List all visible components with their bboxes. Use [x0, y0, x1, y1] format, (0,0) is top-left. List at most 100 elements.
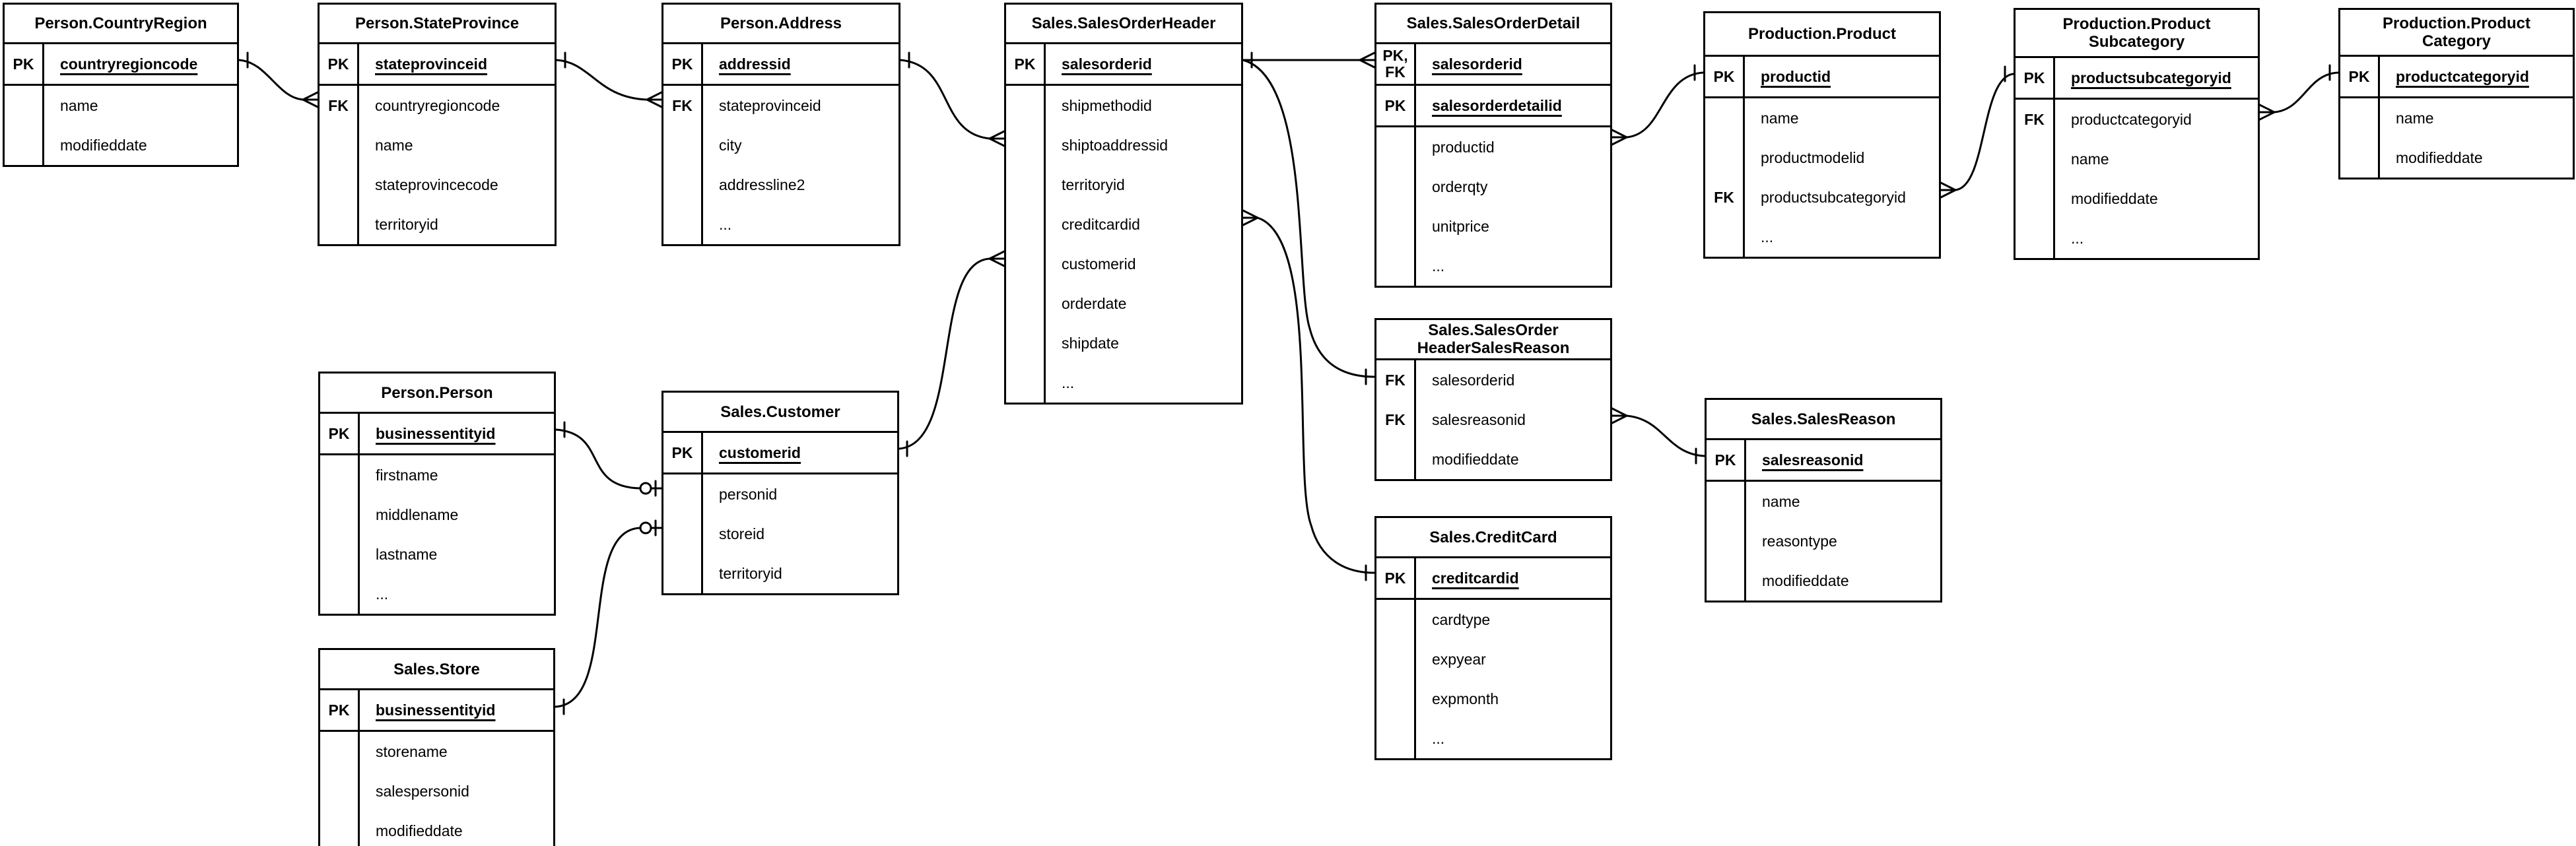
connector-store-customer[interactable]: [554, 519, 663, 715]
key-label: [1707, 521, 1746, 561]
connector-countryregion-stateprovince[interactable]: [238, 51, 319, 108]
zero-cardinality-circle: [639, 521, 652, 535]
entity-title: Person.StateProvince: [355, 15, 520, 32]
key-label: [1006, 86, 1046, 125]
connector-segment: [988, 257, 1005, 267]
entity-title: Production.Product Subcategory: [2062, 15, 2211, 51]
key-label: PK: [320, 690, 360, 730]
field-row: productmodelid: [1705, 138, 1939, 178]
connector-customer-salesorderheader[interactable]: [897, 250, 1005, 457]
connector-segment: [1242, 59, 1376, 378]
field-row: modifieddate: [2340, 138, 2573, 178]
field-row: addressline2: [663, 165, 898, 205]
connector-person-customer[interactable]: [555, 421, 663, 497]
key-label: [2340, 138, 2380, 178]
field-row: ...: [320, 574, 554, 614]
connector-stateprovince-address[interactable]: [555, 51, 663, 108]
field-row: name: [5, 86, 237, 125]
field-name: productsubcategoryid: [1761, 188, 1906, 206]
field-name: salesorderid: [1062, 55, 1152, 73]
key-label: [320, 732, 360, 771]
field-row: salespersonid: [320, 771, 553, 811]
field-name: name: [2071, 150, 2109, 168]
field-name: stateprovinceid: [375, 55, 487, 73]
connector-product-productsubcategory[interactable]: [1940, 65, 2015, 199]
connector-segment: [897, 257, 991, 450]
key-label: [1376, 439, 1416, 479]
key-label: [1705, 98, 1745, 138]
connector-segment: [1625, 414, 1706, 457]
field-row: name: [2340, 98, 2573, 138]
entity-title: Sales.SalesOrderHeader: [1031, 15, 1216, 32]
entity-title: Sales.SalesOrderDetail: [1406, 15, 1580, 32]
field-name: productid: [1761, 67, 1831, 85]
connector-segment: [555, 59, 648, 101]
field-name: businessentityid: [376, 424, 496, 442]
key-label: [1006, 244, 1046, 284]
key-label: [1707, 482, 1746, 521]
connector-salesorderheadersalesreason-salesreason[interactable]: [1611, 407, 1706, 465]
connector-salesorderheader-salesorderheadersalesreason[interactable]: [1242, 59, 1376, 385]
field-row: ...: [2016, 218, 2258, 258]
key-label: [2016, 139, 2055, 179]
connector-address-salesorderheader[interactable]: [899, 51, 1005, 147]
key-label: [663, 514, 703, 554]
key-label: [5, 86, 44, 125]
field-name: ...: [376, 585, 389, 602]
connector-salesorderdetail-product[interactable]: [1611, 64, 1705, 146]
key-label: [320, 455, 360, 495]
entity-title: Person.CountryRegion: [34, 15, 207, 32]
key-label: [1705, 217, 1745, 257]
field-row: ...: [1705, 217, 1939, 257]
field-name: lastname: [376, 545, 438, 563]
entity-title: Sales.Store: [393, 660, 480, 678]
field-name: reasontype: [1762, 532, 1837, 550]
field-name: orderqty: [1432, 178, 1488, 195]
field-name: productcategoryid: [2396, 67, 2529, 85]
field-row: ...: [1376, 719, 1610, 758]
connector-salesorderheader-creditcard[interactable]: [1242, 209, 1376, 581]
field-row: name: [1705, 98, 1939, 138]
key-label: PK: [1376, 86, 1416, 125]
field-name: salesorderid: [1432, 55, 1522, 73]
key-label: [1376, 207, 1416, 246]
key-label: [663, 554, 703, 593]
key-label: [1006, 323, 1046, 363]
key-label: PK: [1707, 440, 1746, 480]
connector-productsubcategory-productcategory[interactable]: [2258, 64, 2340, 121]
connector-segment: [1256, 216, 1376, 574]
field-row: storename: [320, 732, 553, 771]
connector-salesorderheader-salesorderdetail[interactable]: [1242, 51, 1376, 69]
field-name: firstname: [376, 466, 438, 484]
entity-title: Sales.Customer: [720, 403, 840, 421]
